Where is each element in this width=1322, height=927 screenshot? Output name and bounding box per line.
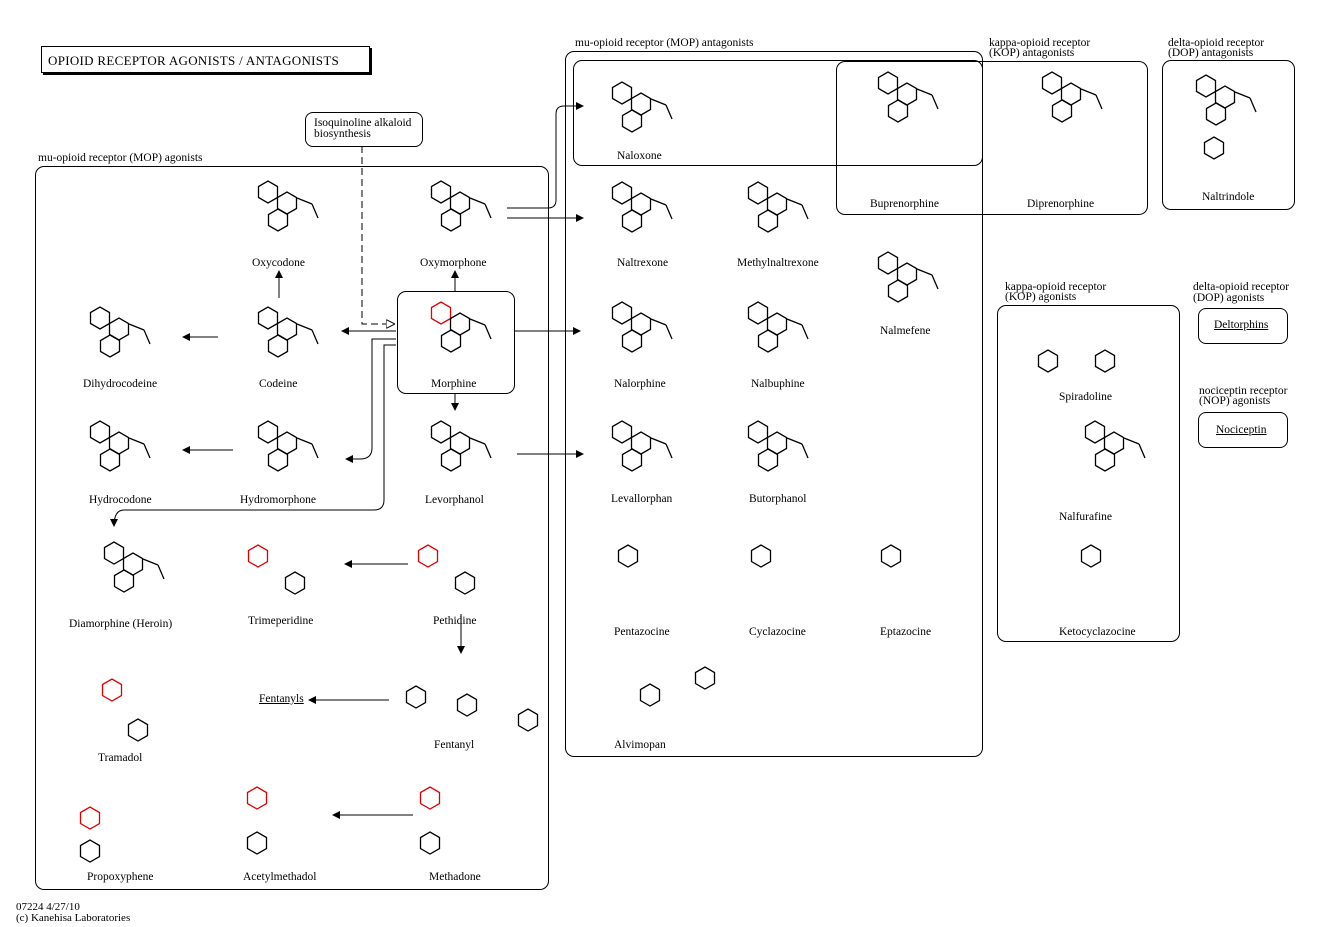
compound-levallorphan[interactable]: Levallorphan xyxy=(611,493,673,505)
compound-trimeperidine[interactable]: Trimeperidine xyxy=(248,615,314,627)
compound-oxycodone[interactable]: Oxycodone xyxy=(252,257,306,269)
compound-naltrindole[interactable]: Naltrindole xyxy=(1202,191,1255,203)
compound-codeine[interactable]: Codeine xyxy=(259,378,298,390)
page-title-text: OPIOID RECEPTOR AGONISTS / ANTAGONISTS xyxy=(48,53,340,68)
compound-methylnaltrexone[interactable]: Methylnaltrexone xyxy=(737,257,819,269)
compound-buprenorphine[interactable]: Buprenorphine xyxy=(870,198,939,210)
compound-oxymorphone[interactable]: Oxymorphone xyxy=(420,257,487,269)
biosynthesis-line2: biosynthesis xyxy=(314,128,371,140)
compound-nalorphine[interactable]: Nalorphine xyxy=(614,378,666,390)
compound-butorphanol[interactable]: Butorphanol xyxy=(749,493,807,505)
mop-antagonists-title: mu-opioid receptor (MOP) antagonists xyxy=(575,37,754,49)
biosynthesis-link[interactable] xyxy=(305,112,423,147)
kop-antagonists-group xyxy=(836,61,1148,215)
dop-agonists-title-1: delta-opioid receptor xyxy=(1193,281,1290,293)
compound-naloxone[interactable]: Naloxone xyxy=(617,150,662,162)
compound-diprenorphine[interactable]: Diprenorphine xyxy=(1027,198,1095,210)
footer-copyright: (c) Kanehisa Laboratories xyxy=(16,912,131,924)
morphine-highlight-box[interactable] xyxy=(397,291,515,394)
biosynthesis-dashed-arrow xyxy=(361,146,394,324)
nop-agonists-title-1: nociceptin receptor xyxy=(1199,385,1288,397)
biosynthesis-line1: Isoquinoline alkaloid xyxy=(314,117,412,129)
compound-hydromorphone[interactable]: Hydromorphone xyxy=(240,494,317,506)
kop-antagonists-title-2: (KOP) antagonists xyxy=(989,47,1075,59)
deltorphins-label[interactable]: Deltorphins xyxy=(1214,319,1269,331)
compound-diamorphine[interactable]: Diamorphine (Heroin) xyxy=(69,618,173,630)
mop-agonists-title: mu-opioid receptor (MOP) agonists xyxy=(38,152,203,164)
page-title: OPIOID RECEPTOR AGONISTS / ANTAGONISTS xyxy=(41,46,370,73)
compound-methadone[interactable]: Methadone xyxy=(429,871,481,883)
dop-antagonists-title-2: (DOP) antagonists xyxy=(1168,47,1254,59)
compound-eptazocine[interactable]: Eptazocine xyxy=(880,626,932,638)
compound-tramadol[interactable]: Tramadol xyxy=(98,752,143,764)
compound-ketocyclazocine[interactable]: Ketocyclazocine xyxy=(1059,626,1136,638)
mop-antagonists-group xyxy=(565,51,983,757)
compound-hydrocodone[interactable]: Hydrocodone xyxy=(89,494,152,506)
compound-propoxyphene[interactable]: Propoxyphene xyxy=(87,871,154,883)
deltorphins-link[interactable] xyxy=(1198,308,1288,344)
compound-nalfurafine[interactable]: Nalfurafine xyxy=(1059,511,1112,523)
compound-acetylmethadol[interactable]: Acetylmethadol xyxy=(243,871,317,883)
compound-alvimopan[interactable]: Alvimopan xyxy=(614,739,666,751)
compound-levorphanol[interactable]: Levorphanol xyxy=(425,494,484,506)
kop-agonists-group xyxy=(997,305,1180,642)
compound-spiradoline[interactable]: Spiradoline xyxy=(1059,391,1113,403)
compound-nalmefene[interactable]: Nalmefene xyxy=(880,325,931,337)
compound-fentanyl[interactable]: Fentanyl xyxy=(434,739,475,751)
kop-agonists-title-1: kappa-opioid receptor xyxy=(1005,281,1107,293)
nociceptin-link[interactable] xyxy=(1198,412,1288,448)
compound-morphine[interactable]: Morphine xyxy=(431,378,477,390)
compound-pentazocine[interactable]: Pentazocine xyxy=(614,626,670,638)
footer-code: 07224 4/27/10 xyxy=(16,901,80,913)
compound-naltrexone[interactable]: Naltrexone xyxy=(617,257,669,269)
nociceptin-label[interactable]: Nociceptin xyxy=(1216,424,1267,436)
compound-cyclazocine[interactable]: Cyclazocine xyxy=(749,626,806,638)
dop-antagonists-group xyxy=(1162,60,1295,210)
dop-antagonists-title-1: delta-opioid receptor xyxy=(1168,37,1265,49)
molecule-structures xyxy=(79,71,1257,863)
compound-dihydrocodeine[interactable]: Dihydrocodeine xyxy=(83,378,158,390)
compound-nalbuphine[interactable]: Nalbuphine xyxy=(751,378,805,390)
kop-antagonists-title-1: kappa-opioid receptor xyxy=(989,37,1091,49)
nop-agonists-title-2: (NOP) agonists xyxy=(1199,395,1271,407)
fentanyls-link[interactable]: Fentanyls xyxy=(259,693,304,705)
compound-pethidine[interactable]: Pethidine xyxy=(433,615,477,627)
dop-agonists-title-2: (DOP) agonists xyxy=(1193,292,1265,304)
mop-agonists-group xyxy=(35,166,549,890)
kop-agonists-title-2: (KOP) agonists xyxy=(1005,291,1077,303)
naloxone-highlight-box xyxy=(573,60,983,166)
